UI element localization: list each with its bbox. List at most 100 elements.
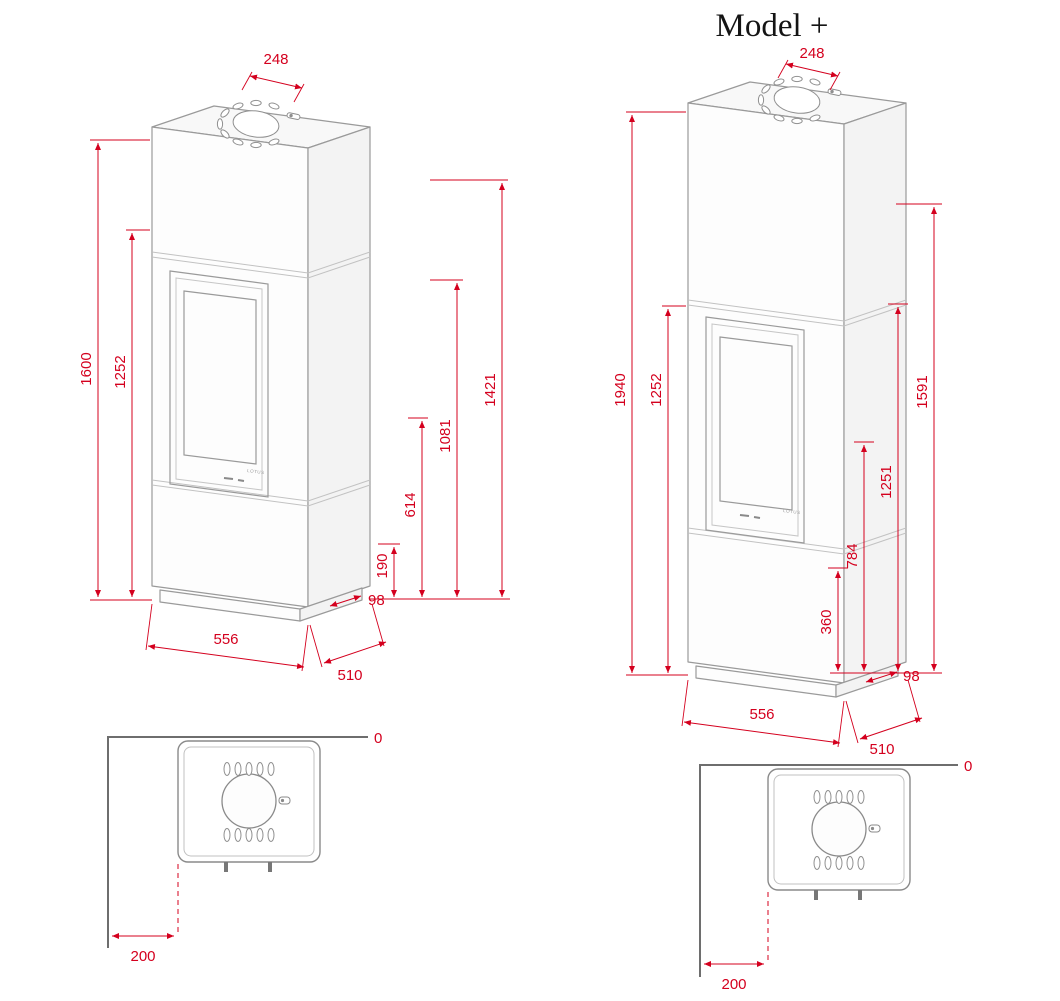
page-title: Model + xyxy=(715,8,828,44)
section-seam xyxy=(687,304,907,327)
dimension-line xyxy=(329,595,362,607)
flue-damper-key xyxy=(278,796,291,805)
door-frame-inner xyxy=(711,323,799,537)
cooktop-plate xyxy=(773,86,821,114)
dim-overall-height: 1940 xyxy=(612,373,629,406)
vent-hole xyxy=(268,102,280,110)
plan-stove-inner xyxy=(773,774,905,885)
plan-vent-hole xyxy=(846,856,854,870)
extension-line xyxy=(145,603,153,651)
plan-vent-hole xyxy=(857,856,865,870)
door-handle xyxy=(223,477,245,482)
plan-vent-hole xyxy=(835,856,843,870)
dim-base-inset: 98 xyxy=(368,592,385,609)
vent-hole xyxy=(791,117,803,125)
stove-door xyxy=(705,316,805,544)
vent-hole xyxy=(809,78,821,86)
flue-damper-key xyxy=(827,88,842,96)
extension-line xyxy=(241,71,253,91)
dim-flue-top-height: 1421 xyxy=(482,373,499,406)
extension-line xyxy=(371,603,385,647)
vent-hole xyxy=(761,105,771,115)
plan-vent-hole xyxy=(234,762,242,776)
dim-door-top-height: 1252 xyxy=(112,355,129,388)
dim-base-inset: 98 xyxy=(903,668,920,685)
plan-vent-hole xyxy=(234,828,242,842)
plan-vent-hole xyxy=(846,790,854,804)
model-plus-stove-dimensions: 248 1940 1252 1591 1251 784 360 98 556 xyxy=(612,45,942,758)
vent-hole xyxy=(809,114,821,122)
dim-depth: 510 xyxy=(869,741,894,758)
dimension-line xyxy=(323,641,387,664)
plan-vent-hole xyxy=(857,790,865,804)
dim-rear-flue-height: 1081 xyxy=(437,419,454,452)
dim-flue-top-height: 1591 xyxy=(914,375,931,408)
stove-front-face xyxy=(151,126,309,608)
extension-line xyxy=(293,83,305,103)
flue-damper-key xyxy=(868,824,881,833)
section-seam xyxy=(151,251,371,274)
extension-line xyxy=(309,624,323,668)
plan-vent-hole xyxy=(256,762,264,776)
plan-vent-hole xyxy=(256,828,264,842)
vent-hole xyxy=(773,114,785,122)
plan-vent-hole xyxy=(824,856,832,870)
plan-vent-hole xyxy=(245,828,253,842)
plan-vent-hole xyxy=(223,828,231,842)
dim-depth: 510 xyxy=(337,667,362,684)
vent-hole xyxy=(268,138,280,146)
extension-line xyxy=(845,700,859,744)
dimension-line xyxy=(859,717,923,740)
plan-foot xyxy=(858,890,862,900)
model-plus-plan-view: 0 200 xyxy=(699,758,972,993)
vent-hole xyxy=(250,99,262,107)
brand-label: LOTUS xyxy=(247,468,265,475)
plan-burner-circle xyxy=(221,773,277,829)
door-glass xyxy=(719,336,793,511)
extension-line xyxy=(907,679,921,723)
section-seam xyxy=(687,299,907,322)
extension-line xyxy=(301,624,309,672)
flue-damper-key xyxy=(286,112,301,120)
plan-foot xyxy=(224,862,228,872)
plan-vent-hole xyxy=(813,790,821,804)
dim-corner-distance: 0 xyxy=(964,758,972,775)
extension-line xyxy=(681,679,689,727)
dim-door-top-height: 1252 xyxy=(648,373,665,406)
dimension-line xyxy=(785,62,839,78)
dim-overall-height: 1600 xyxy=(78,352,95,385)
plan-burner-circle xyxy=(811,801,867,857)
vent-hole xyxy=(761,84,771,94)
door-glass xyxy=(183,290,257,465)
plan-vent-hole xyxy=(267,828,275,842)
dim-rear-flue-height: 1251 xyxy=(878,465,895,498)
vent-hole xyxy=(773,78,785,86)
vent-hole xyxy=(220,108,230,118)
dim-top-depth: 248 xyxy=(799,45,824,62)
vent-hole xyxy=(250,141,262,149)
wall-lines xyxy=(699,764,958,977)
cooktop-plate xyxy=(232,110,280,138)
section-seam xyxy=(151,484,371,507)
stove-side-face xyxy=(307,126,371,608)
door-handle xyxy=(739,514,761,519)
door-frame-inner xyxy=(175,277,263,491)
plan-stove-inner xyxy=(183,746,315,857)
extension-line xyxy=(777,59,789,79)
extension-line xyxy=(837,700,845,748)
model-plus-stove-isometric: LOTUS xyxy=(687,75,907,698)
dimension-line xyxy=(249,74,303,90)
dimension-line xyxy=(147,643,305,670)
plan-foot xyxy=(814,890,818,900)
dimension-line xyxy=(865,671,898,683)
vent-hole xyxy=(232,102,244,110)
plan-vent-hole xyxy=(824,790,832,804)
standard-stove-isometric: LOTUS xyxy=(151,99,371,622)
section-seam xyxy=(687,532,907,555)
dim-top-depth: 248 xyxy=(263,51,288,68)
standard-stove-dimensions: 248 1600 1252 1421 1081 614 190 98 556 xyxy=(78,51,510,684)
plan-vent-hole xyxy=(245,762,253,776)
standard-plan-view: 0 200 xyxy=(107,730,382,965)
